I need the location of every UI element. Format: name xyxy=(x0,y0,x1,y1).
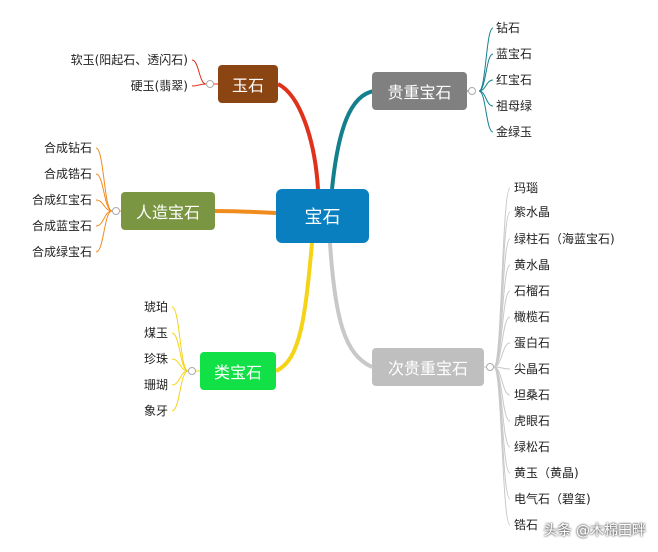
leaf-precious: 钻石 xyxy=(496,21,521,35)
leaf-semi-precious: 黄水晶 xyxy=(514,258,551,272)
leaf-precious: 金绿玉 xyxy=(496,125,533,139)
leaf-organic: 珊瑚 xyxy=(143,378,168,392)
collapse-toggle-organic[interactable] xyxy=(188,367,196,375)
leaf-jade: 硬玉(翡翠) xyxy=(130,79,188,93)
branch-node-synthetic[interactable]: 人造宝石 xyxy=(121,192,215,230)
connector-precious xyxy=(330,89,375,190)
branch-node-jade[interactable]: 玉石 xyxy=(218,65,278,103)
leaf-synthetic: 合成蓝宝石 xyxy=(31,219,92,233)
connector-synthetic xyxy=(214,209,277,215)
leaf-semi-precious: 黄玉（黄晶) xyxy=(514,466,579,480)
leaf-semi-precious: 石榴石 xyxy=(514,284,551,298)
leaf-semi-precious: 尖晶石 xyxy=(514,362,551,376)
connector-jade xyxy=(276,82,320,190)
connector-semi-precious xyxy=(328,242,373,369)
branch-node-semi-precious[interactable]: 次贵重宝石 xyxy=(372,348,484,386)
leaf-organic: 煤玉 xyxy=(143,326,168,340)
leaf-organic: 珍珠 xyxy=(143,352,168,366)
leaf-semi-precious: 虎眼石 xyxy=(514,414,551,428)
leaf-connectors-precious xyxy=(467,27,494,133)
leaf-precious: 红宝石 xyxy=(496,73,533,87)
collapse-toggle-jade[interactable] xyxy=(206,80,214,88)
leaf-organic: 琥珀 xyxy=(143,300,168,314)
leaf-connectors-jade xyxy=(191,59,218,87)
connector-organic xyxy=(275,242,314,373)
leaf-semi-precious: 橄榄石 xyxy=(514,310,551,324)
leaf-connectors-organic xyxy=(171,306,200,412)
leaf-semi-precious: 电气石（碧玺) xyxy=(514,492,591,506)
leaf-semi-precious: 绿松石 xyxy=(514,440,551,454)
leaf-semi-precious: 锆石 xyxy=(514,518,539,532)
leaf-connectors-semi-precious xyxy=(484,187,511,526)
leaf-organic: 象牙 xyxy=(143,404,168,418)
watermark: 头条 @木棉田畔 xyxy=(543,523,646,539)
leaf-precious: 祖母绿 xyxy=(496,99,533,113)
leaf-connectors-synthetic xyxy=(95,147,121,253)
leaf-synthetic: 合成红宝石 xyxy=(31,193,92,207)
collapse-toggle-semi-precious[interactable] xyxy=(486,363,494,371)
leaf-semi-precious: 坦桑石 xyxy=(514,388,551,402)
collapse-toggle-synthetic[interactable] xyxy=(112,207,120,215)
leaf-synthetic: 合成钻石 xyxy=(43,141,92,155)
leaf-synthetic: 合成绿宝石 xyxy=(31,245,92,259)
leaf-semi-precious: 绿柱石（海蓝宝石) xyxy=(514,232,615,246)
leaf-semi-precious: 紫水晶 xyxy=(514,205,551,219)
root-node[interactable]: 宝石 xyxy=(276,189,369,243)
collapse-toggle-precious[interactable] xyxy=(468,87,476,95)
leaf-semi-precious: 蛋白石 xyxy=(514,336,551,350)
leaf-synthetic: 合成锆石 xyxy=(43,167,92,181)
branch-node-organic[interactable]: 类宝石 xyxy=(200,352,276,390)
branch-node-precious[interactable]: 贵重宝石 xyxy=(372,72,467,110)
leaf-semi-precious: 玛瑙 xyxy=(514,181,539,195)
leaf-jade: 软玉(阳起石、透闪石) xyxy=(70,53,188,67)
leaf-precious: 蓝宝石 xyxy=(496,47,533,61)
